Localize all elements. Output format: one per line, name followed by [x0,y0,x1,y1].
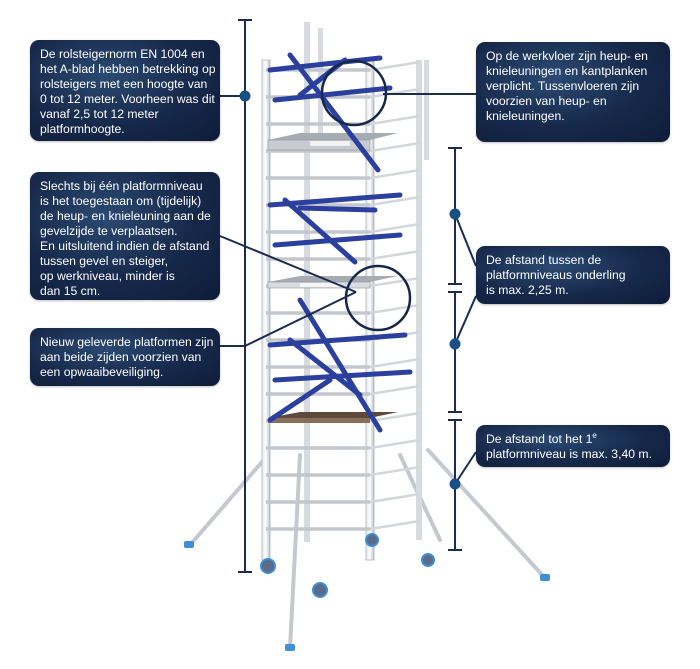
platform-top [268,133,398,140]
frame-rungs [266,60,421,531]
callout-text: De afstand tot het 1 [486,432,593,446]
frame-side-rung [369,60,421,72]
callout-line: platformniveau is max. 3,40 m. [486,447,652,461]
height-dimension-line [238,19,252,573]
callout-line: 0 tot 12 meter. Voorheen was dit [40,92,215,106]
callout-line: De afstand tot het 1e [486,430,660,447]
callout-line: knieleuningen. [486,109,565,123]
callout-line: een opwaaibeveiliging. [40,365,164,379]
magnifier-circle-middle [344,264,412,332]
callout-line: rolsteigers met een hoogte van [40,77,208,91]
frame-side-rung [369,465,421,477]
stabilizer-left [188,453,270,547]
platform-lower [268,412,398,418]
callout-line: verplicht. Tussenvloeren zijn [486,79,640,93]
frame-side-rung [369,384,421,396]
frame-side-rung [369,141,421,153]
callout-line: tussen gevel en steiger, [40,254,169,268]
callout-line: Nieuw geleverde platformen zijn [40,335,214,349]
wheel-back-right [421,553,435,567]
callout-line: dan 15 cm. [40,284,101,298]
callout-line: De rolsteigernorm EN 1004 en [40,47,205,61]
frame-side-rung [369,438,421,450]
frame-side-rung [369,276,421,288]
stabilizer-front-left [288,453,302,650]
callout-line: vanaf 2,5 tot 12 meter [40,107,159,121]
leader-dots [239,90,461,490]
callout-first-platform: De afstand tot het 1e platformniveau is … [476,425,670,467]
stabilizer-right [426,448,547,580]
scaffold-tower [260,22,435,598]
callout-line: platformniveaus onderling [486,268,626,282]
callout-line: platformhoogte. [40,122,125,136]
callout-line: is max. 2,25 m. [486,283,569,297]
callout-line: gevelzijde te verplaatsen. [40,224,178,238]
wheel-front-left [260,558,276,574]
frame-side-rung [369,357,421,369]
callout-line: knieleuningen en kantplanken [486,64,648,78]
frame-side-rung [369,303,421,315]
callout-line: Slechts bij één platformniveau [40,179,203,193]
ordinal-superscript: e [592,430,597,440]
callout-line: de heup- en knieleuning aan de [40,209,211,223]
callout-line: voorzien van heup- en [486,94,607,108]
wheel-back-left [365,533,379,547]
castor-wheels [260,533,435,598]
callout-line: is het toegestaan om (tijdelijk) [40,194,202,208]
upright-front-left [261,59,271,561]
frame-side-rung [369,519,421,531]
stabilizer-feet [184,541,550,651]
callout-line: op werkniveau, minder is [40,269,175,283]
callout-platform-spacing: De afstand tussen de platformniveaus ond… [476,246,670,304]
callout-line: En uitsluitend indien de afstand [40,239,210,253]
platform-middle [268,276,398,282]
callout-line: aan beide zijden voorzien van [40,350,202,364]
frame-side-rung [369,411,421,423]
frame-side-rung [369,168,421,180]
frame-side-rung [369,222,421,234]
platforms [267,133,398,423]
callout-line: Op de werkvloer zijn heup- en [486,49,648,63]
callout-work-floor: Op de werkvloer zijn heup- en knieleunin… [476,42,670,142]
frame-side-rung [369,492,421,504]
callout-single-platform-rule: Slechts bij één platformniveau is het to… [30,172,220,300]
wheel-front-right [312,582,328,598]
leader-lines [219,93,477,485]
frame-side-rung [369,195,421,207]
callout-line: het A-blad hebben betrekking op [40,62,216,76]
upright-back-right [416,60,422,540]
blue-braces [267,52,413,433]
frame-side-rung [369,114,421,126]
callout-wind-protection: Nieuw geleverde platformen zijn aan beid… [30,328,220,386]
callout-standard-norm: De rolsteigernorm EN 1004 en het A-blad … [30,40,220,141]
callout-line: De afstand tussen de [486,253,602,267]
frame-side-rung [369,249,421,261]
